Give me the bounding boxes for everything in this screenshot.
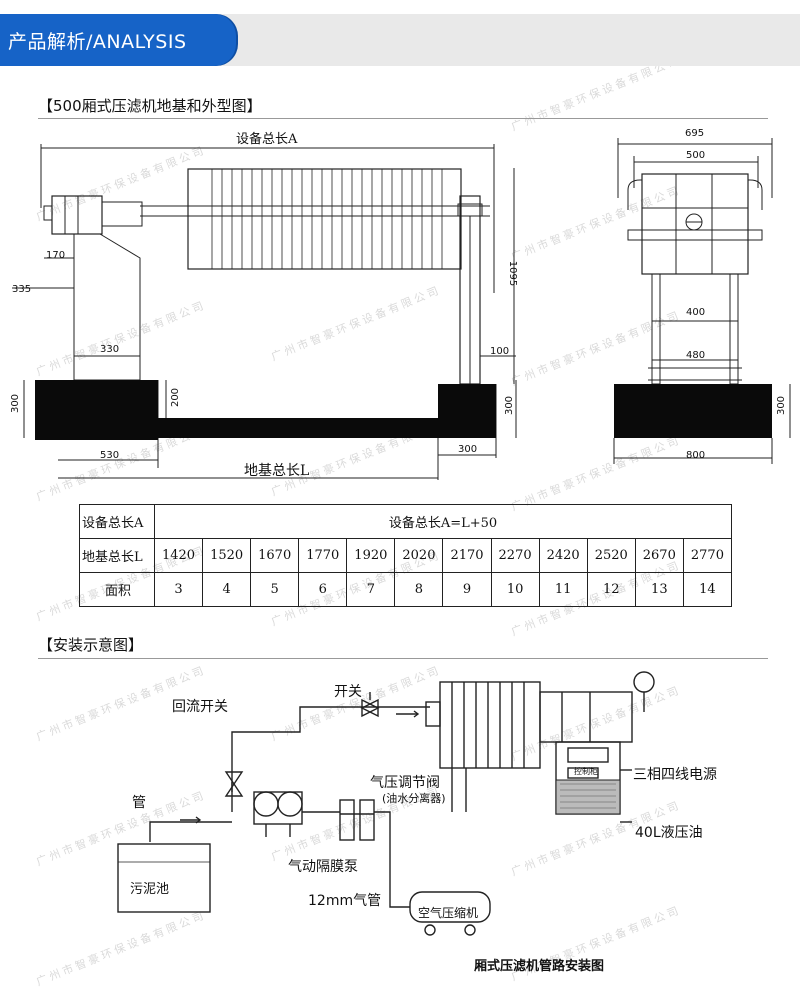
table-cell: 12 (586, 572, 636, 607)
table-cell: 1670 (250, 538, 300, 573)
table-cell: 1420 (153, 538, 204, 573)
dim-170: 170 (46, 250, 66, 261)
table-cell: 8 (394, 572, 444, 607)
table-cell: 5 (250, 572, 300, 607)
section-title-install: 【安装示意图】 (38, 636, 144, 654)
section-divider (38, 658, 768, 659)
table-row: 设备总长A 设备总长A=L+50 (79, 504, 732, 539)
table-cell: 2520 (586, 538, 636, 573)
label-pipe: 管 (132, 795, 146, 811)
table-cell: 4 (202, 572, 252, 607)
table-cell: 7 (346, 572, 396, 607)
label-return-switch: 回流开关 (172, 699, 228, 715)
dim-480: 480 (686, 350, 706, 361)
table-cell: 11 (538, 572, 588, 607)
table-cell: 14 (682, 572, 733, 607)
label-hydraulic-oil: 40L液压油 (635, 825, 703, 841)
label-regulator: 气压调节阀 (370, 775, 440, 791)
table-cell: 设备总长A=L+50 (154, 504, 732, 539)
section-title-foundation: 【500厢式压滤机地基和外型图】 (38, 97, 262, 115)
table-cell: 3 (153, 572, 204, 607)
label-sludge-tank: 污泥池 (130, 882, 170, 897)
dim-300-side: 300 (776, 395, 788, 416)
table-row: 面积 3 4 5 6 7 8 9 10 11 12 13 14 (79, 572, 733, 607)
dim-1095: 1095 (507, 260, 519, 287)
dim-695: 695 (685, 128, 705, 139)
dim-100: 100 (490, 346, 510, 357)
diagram-caption: 厢式压滤机管路安装图 (474, 959, 605, 974)
dim-200: 200 (170, 387, 182, 408)
dim-300-bottom: 300 (458, 444, 478, 455)
dim-400: 400 (686, 307, 706, 318)
dim-530: 530 (100, 450, 120, 461)
label-separator: (油水分离器) (382, 792, 446, 805)
label-switch: 开关 (334, 684, 362, 700)
dim-335: 335 (12, 284, 32, 295)
table-row-label: 设备总长A (79, 504, 155, 539)
dim-300-right: 300 (504, 395, 516, 416)
label-control-box: 控制柜 (574, 767, 598, 776)
dim-800: 800 (686, 450, 706, 461)
label-three-phase-power: 三相四线电源 (633, 767, 717, 783)
table-cell: 1520 (202, 538, 252, 573)
dim-330: 330 (100, 344, 120, 355)
table-cell: 6 (298, 572, 348, 607)
foundation-block-side (614, 384, 772, 438)
table-row-label: 面积 (79, 572, 155, 607)
foundation-block-right (438, 384, 496, 438)
table-cell: 13 (634, 572, 684, 607)
table-row-label: 地基总长L (79, 538, 155, 573)
table-row: 地基总长L 1420 1520 1670 1770 1920 2020 2170… (79, 538, 733, 573)
spec-table: 设备总长A 设备总长A=L+50 地基总长L 1420 1520 1670 17… (79, 504, 733, 607)
foundation-block-left (35, 380, 158, 440)
table-cell: 2270 (490, 538, 540, 573)
table-cell: 1770 (298, 538, 348, 573)
table-cell: 10 (490, 572, 540, 607)
label-air-pipe: 12mm气管 (308, 893, 382, 909)
section-tab (0, 14, 236, 66)
label-foundation-length-L: 地基总长L (244, 463, 310, 479)
table-cell: 2420 (538, 538, 588, 573)
foundation-outline-drawing (12, 138, 791, 480)
section-divider (38, 118, 768, 119)
dim-500: 500 (686, 150, 706, 161)
table-cell: 1920 (346, 538, 396, 573)
page-title: 产品解析/ANALYSIS (8, 31, 187, 53)
table-cell: 2170 (442, 538, 492, 573)
table-cell: 9 (442, 572, 492, 607)
table-cell: 2020 (394, 538, 444, 573)
table-cell: 2670 (634, 538, 684, 573)
foundation-slab (158, 418, 438, 438)
table-cell: 2770 (682, 538, 733, 573)
label-total-length-A: 设备总长A (236, 132, 298, 147)
dim-300-left: 300 (10, 393, 22, 414)
label-diaphragm-pump: 气动隔膜泵 (288, 859, 358, 875)
label-air-compressor: 空气压缩机 (418, 906, 479, 920)
installation-diagram (117, 671, 655, 936)
